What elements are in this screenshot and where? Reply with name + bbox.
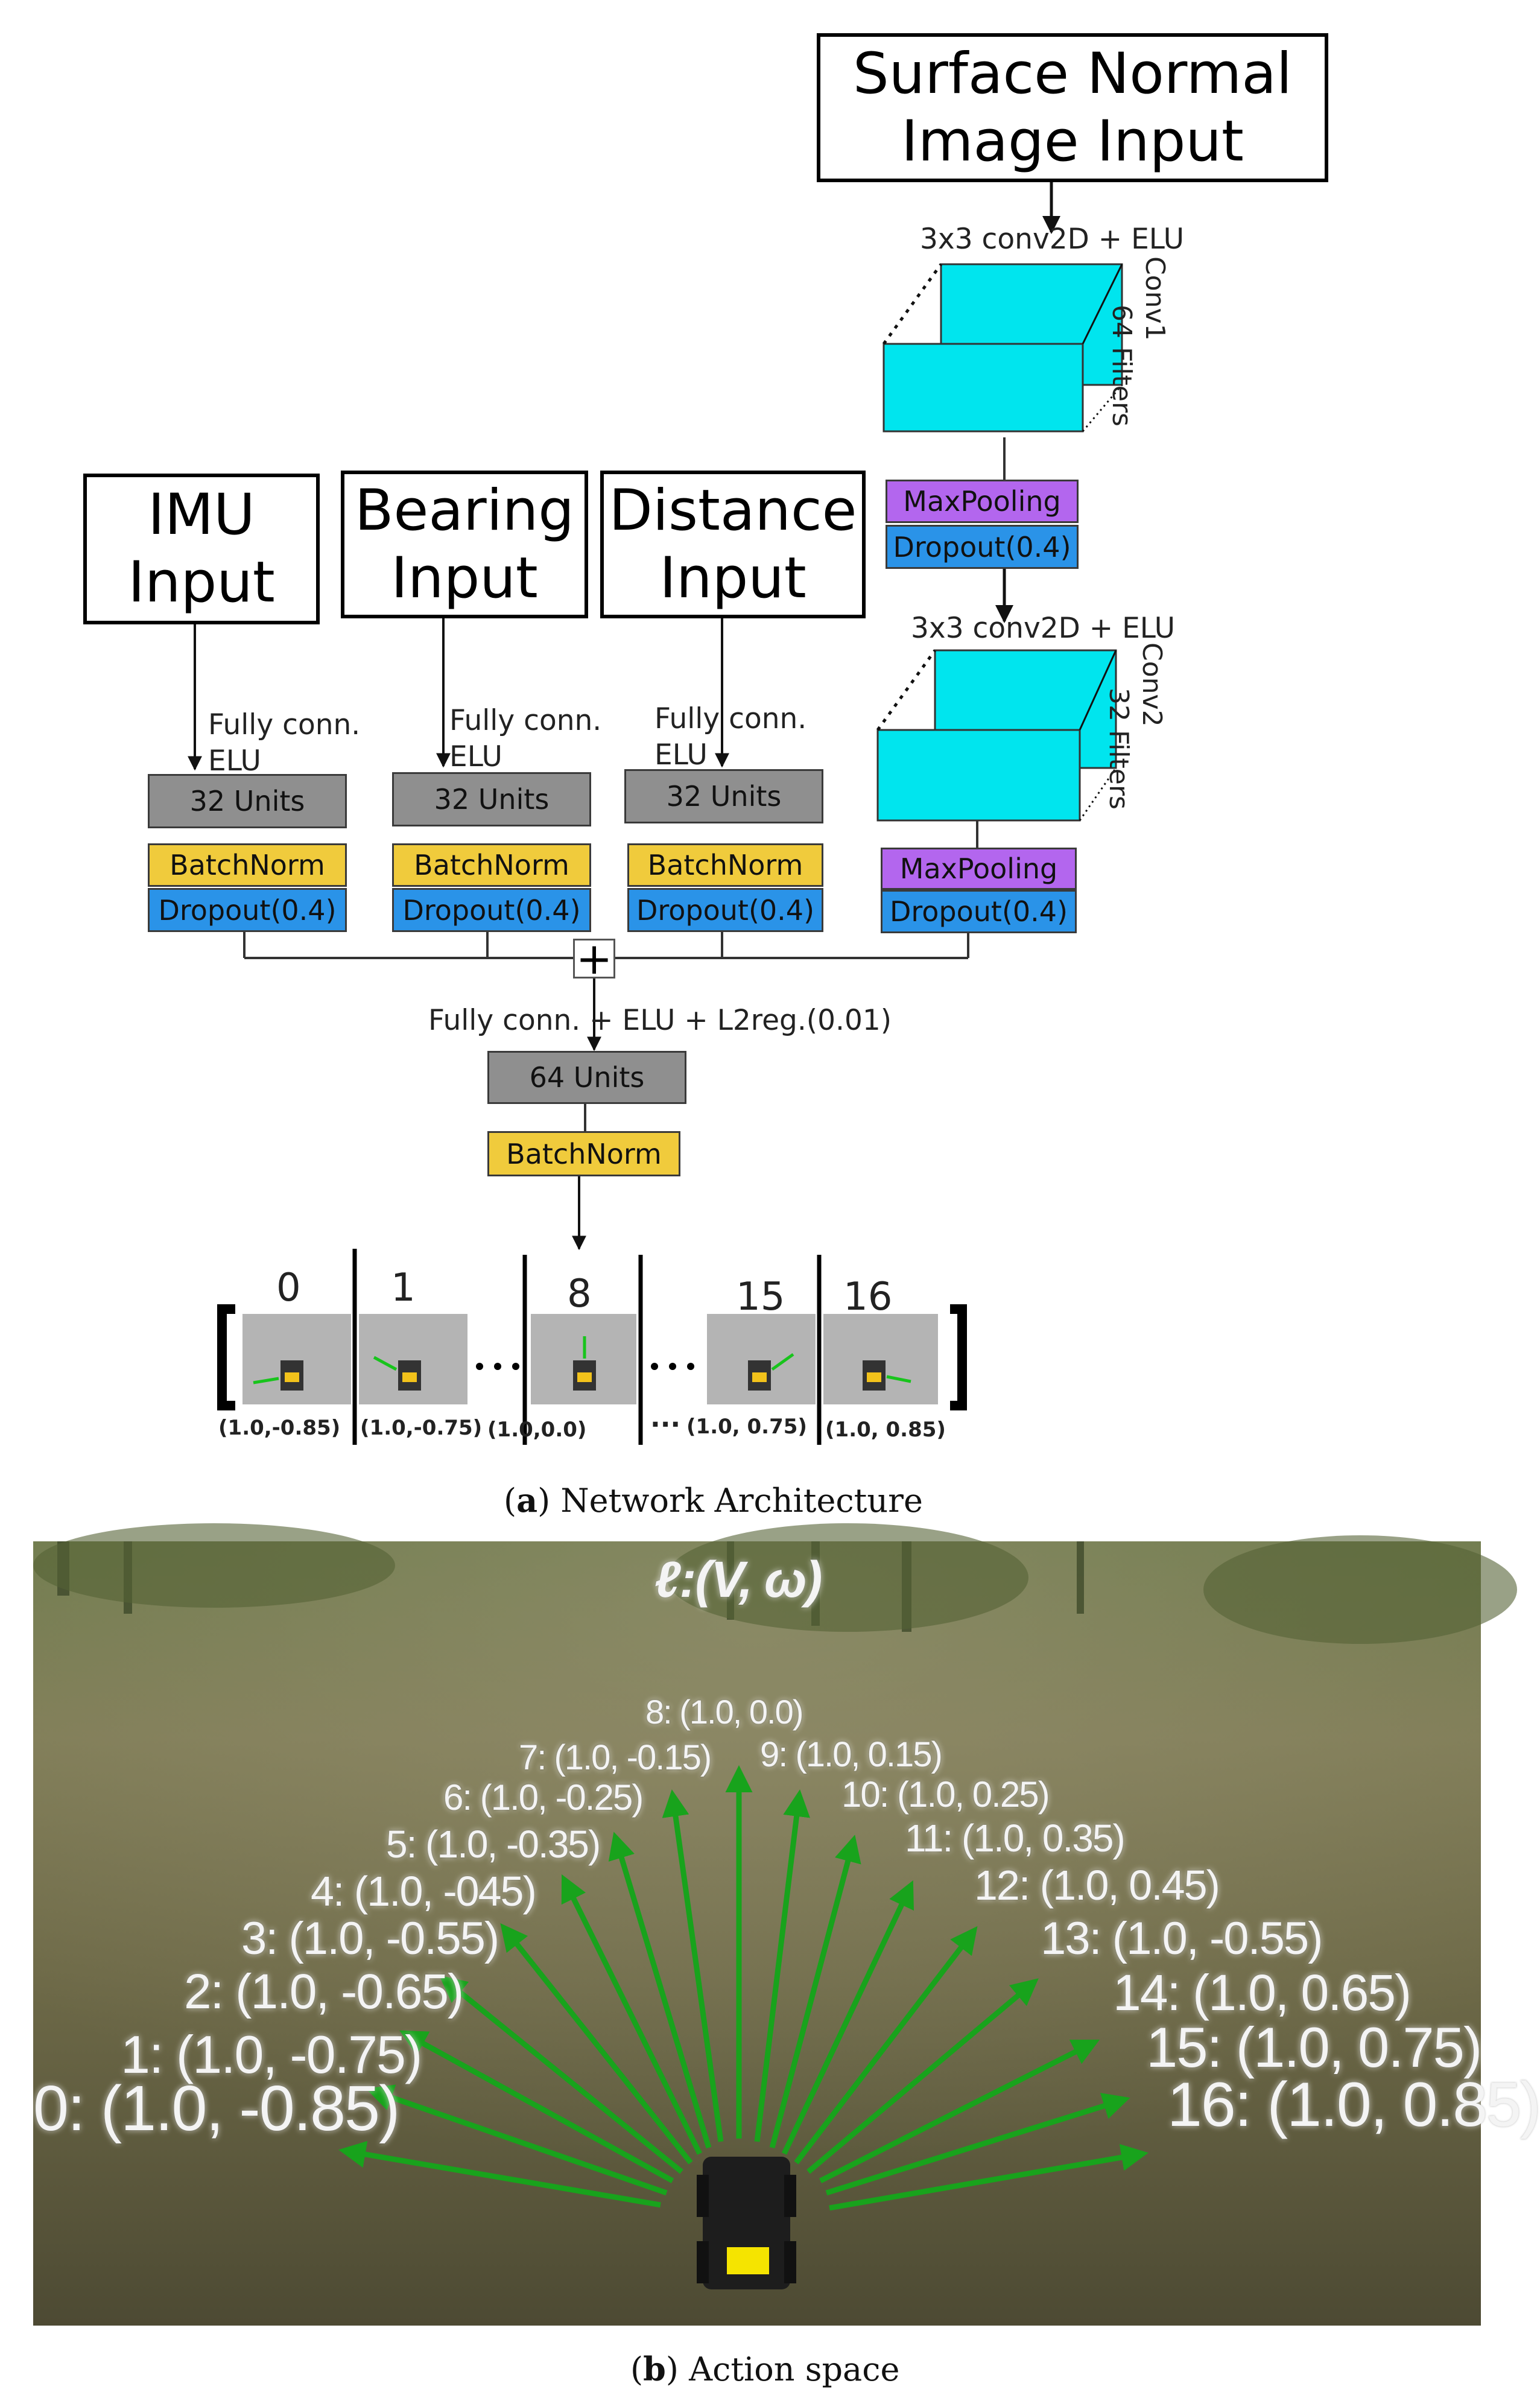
caption-a-letter: a xyxy=(516,1481,538,1520)
conv1-filters-label: 64 Filters xyxy=(1106,305,1137,427)
action-label-4: 4: (1.0, -045) xyxy=(311,1868,537,1915)
bearing-elu-label: ELU xyxy=(449,740,502,773)
action-label-0: 0: (1.0, -0.85) xyxy=(33,2073,400,2144)
bearing-32-units: 32 Units xyxy=(392,772,591,826)
distance-fc-label: Fully conn. xyxy=(654,702,807,735)
action-label-15: 15: (1.0, 0.75) xyxy=(1146,2016,1482,2079)
caption-b: (b) Action space xyxy=(630,2350,900,2388)
output-value-1: (1.0,-0.75) xyxy=(360,1416,483,1440)
caption-a-text: Network Architecture xyxy=(560,1482,923,1520)
imu-elu-label: ELU xyxy=(208,744,261,778)
output-action-vector xyxy=(217,1249,967,1445)
distance-dropout: Dropout(0.4) xyxy=(627,888,823,932)
output-index-15: 15 xyxy=(736,1275,785,1319)
bearing-fc-label: Fully conn. xyxy=(449,704,602,737)
conv1-feature-maps xyxy=(882,263,1123,433)
action-label-14: 14: (1.0, 0.65) xyxy=(1113,1964,1412,2021)
dropout-conv-1: Dropout(0.4) xyxy=(886,525,1079,569)
output-index-8: 8 xyxy=(567,1272,592,1316)
imu-dropout: Dropout(0.4) xyxy=(148,888,347,932)
distance-batchnorm: BatchNorm xyxy=(627,843,823,887)
conv2-filters-label: 32 Filters xyxy=(1103,688,1134,810)
imu-batchnorm: BatchNorm xyxy=(148,843,347,887)
action-label-10: 10: (1.0, 0.25) xyxy=(841,1774,1050,1815)
action-panels xyxy=(242,1314,938,1404)
bearing-batchnorm: BatchNorm xyxy=(392,843,591,887)
output-ellipsis: ··· xyxy=(650,1409,681,1440)
bearing-dropout: Dropout(0.4) xyxy=(392,888,591,932)
imu-input-box: IMU Input xyxy=(83,474,320,624)
action-label-12: 12: (1.0, 0.45) xyxy=(974,1862,1220,1909)
conv1-title: 3x3 conv2D + ELU xyxy=(920,223,1185,256)
imu-32-units: 32 Units xyxy=(148,774,347,828)
action-label-1: 1: (1.0, -0.75) xyxy=(121,2025,422,2084)
caption-b-letter: b xyxy=(643,2350,666,2388)
robot-icon xyxy=(697,2157,796,2289)
merge-fc-label: Fully conn. + ELU + L2reg.(0.01) xyxy=(428,1004,892,1037)
action-label-5: 5: (1.0, -0.35) xyxy=(386,1822,601,1866)
connector-lines xyxy=(188,182,1060,1251)
distance-32-units: 32 Units xyxy=(624,769,823,823)
output-value-0: (1.0,-0.85) xyxy=(218,1416,341,1440)
maxpooling-1: MaxPooling xyxy=(886,480,1079,523)
scene-background xyxy=(33,1523,1517,2326)
action-label-6: 6: (1.0, -0.25) xyxy=(443,1777,644,1818)
action-label-13: 13: (1.0, -0.55) xyxy=(1041,1913,1323,1964)
dropout-conv-2: Dropout(0.4) xyxy=(881,890,1077,933)
conv2-feature-maps xyxy=(876,649,1117,822)
caption-a: (a) Network Architecture xyxy=(504,1481,923,1520)
action-label-3: 3: (1.0, -0.55) xyxy=(241,1913,499,1964)
action-label-8: 8: (1.0, 0.0) xyxy=(645,1693,803,1731)
conv2-title: 3x3 conv2D + ELU xyxy=(911,612,1176,645)
output-value-8: (1.0,0.0) xyxy=(487,1418,587,1442)
conv2-label: Conv2 xyxy=(1136,642,1167,727)
action-space-scene: ℓ:(V, ω) 0: (1.0, -0.85) 1: (1.0, -0.75)… xyxy=(33,1523,1540,2326)
distance-input-box: Distance Input xyxy=(600,471,866,618)
action-label-11: 11: (1.0, 0.35) xyxy=(905,1816,1126,1860)
distance-elu-label: ELU xyxy=(654,738,708,772)
output-index-0: 0 xyxy=(276,1266,301,1310)
output-value-16: (1.0, 0.85) xyxy=(825,1418,946,1442)
merge-plus-node: + xyxy=(573,937,615,980)
caption-b-text: Action space xyxy=(689,2350,900,2388)
output-index-1: 1 xyxy=(391,1266,416,1310)
action-label-7: 7: (1.0, -0.15) xyxy=(519,1738,712,1777)
bearing-input-box: Bearing Input xyxy=(341,471,588,618)
action-label-9: 9: (1.0, 0.15) xyxy=(760,1735,943,1774)
conv1-label: Conv1 xyxy=(1139,256,1170,341)
surface-normal-input-box: Surface Normal Image Input xyxy=(817,33,1328,182)
merge-64-units: 64 Units xyxy=(487,1051,686,1104)
action-label-16: 16: (1.0, 0.85) xyxy=(1167,2070,1540,2140)
output-index-16: 16 xyxy=(843,1275,893,1319)
imu-fc-label: Fully conn. xyxy=(208,708,361,741)
action-label-2: 2: (1.0, -0.65) xyxy=(184,1964,464,2019)
maxpooling-2: MaxPooling xyxy=(881,848,1077,890)
merge-batchnorm: BatchNorm xyxy=(487,1131,680,1176)
action-space-header: ℓ:(V, ω) xyxy=(654,1551,822,1608)
output-value-15: (1.0, 0.75) xyxy=(686,1415,807,1439)
